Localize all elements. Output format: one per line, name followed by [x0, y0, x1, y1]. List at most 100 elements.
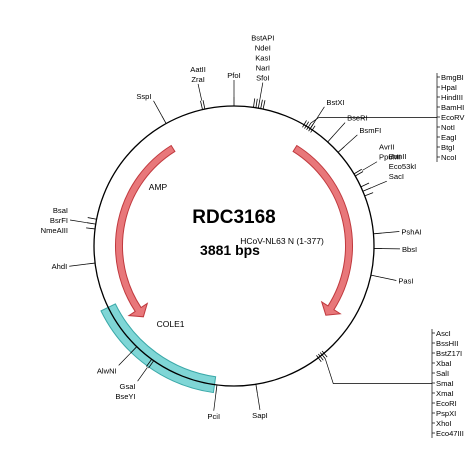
site-tick-bstapi: [253, 98, 256, 108]
cluster-top-right-tick: [306, 122, 312, 131]
site-label-ndei: NdeI: [255, 44, 271, 53]
site-label-sapi: SapI: [252, 411, 268, 420]
site-tick-bsai: [86, 227, 96, 230]
site-clusters-layer: BmgBIHpaIHindIIIBamHIEcoRVNotIEagIBtgINc…: [302, 73, 465, 438]
cluster-bottom-right-tick: [318, 353, 324, 361]
cluster-bottom-right: AscIBssHIIBstZ17IXbaISalISmaIXmaIEcoRIPs…: [316, 329, 464, 438]
cluster-top-right-tick: [310, 125, 316, 133]
site-tick-sapi: [255, 384, 258, 394]
site-label-saci: SacI: [389, 172, 404, 181]
site-label-bsmfi: BsmFI: [359, 126, 381, 135]
site-label-sali: SalI: [436, 369, 449, 378]
site-tick-alwni: [130, 346, 138, 354]
site-leader: [69, 219, 87, 224]
site-tick-bsmfi: [337, 146, 345, 153]
site-label-bstapi: BstAPI: [251, 34, 274, 43]
insert-arrow: [292, 144, 353, 316]
site-leader: [371, 180, 387, 189]
site-tick-nmeaiii: [87, 217, 97, 220]
site-tick-ndei: [255, 98, 258, 108]
site-label-bmgbi: BmgBI: [441, 73, 464, 82]
site-label-bseri: BseRI: [347, 114, 368, 123]
site-label-btgi: BtgI: [441, 143, 455, 152]
site-label-smai: SmaI: [436, 379, 454, 388]
site-leader: [256, 393, 261, 411]
site-tick-gsai: [148, 360, 155, 369]
site-label-zrai: ZraI: [191, 75, 205, 84]
cole1-arrow: [100, 303, 217, 394]
amp-label: AMP: [149, 182, 168, 192]
site-tick-pcii: [215, 384, 218, 394]
site-leader: [344, 134, 358, 147]
site-leader: [69, 263, 87, 267]
site-label-banii: BanII: [389, 152, 407, 161]
site-tick-saci: [364, 192, 374, 197]
site-label-ncoi: NcoI: [441, 153, 457, 162]
site-label-xbai: XbaI: [436, 359, 452, 368]
site-label-noti: NotI: [441, 123, 455, 132]
site-label-bsrfi: BsrFI: [50, 216, 68, 225]
site-label-ecori: EcoRI: [436, 399, 457, 408]
site-label-pspxi: PspXI: [436, 409, 456, 418]
site-leader: [137, 367, 148, 382]
cole1-feature: COLE1: [100, 303, 217, 394]
site-label-sfoi: SfoI: [256, 74, 270, 83]
site-tick-bsrfi: [86, 222, 96, 225]
amp-feature: AMP: [115, 144, 176, 318]
site-tick-banii: [360, 182, 370, 188]
site-tick-ppumi: [355, 171, 364, 177]
cluster-bottom-right-tick: [316, 355, 322, 363]
site-label-bstz17i: BstZ17I: [436, 349, 462, 358]
site-label-nmeaiii: NmeAIII: [41, 226, 68, 235]
cluster-top-right-tick: [302, 120, 307, 128]
site-label-asci: AscI: [436, 329, 451, 338]
site-label-hindiii: HindIII: [441, 93, 463, 102]
site-label-eagi: EagI: [441, 133, 457, 142]
cluster-bottom-right-tick: [319, 352, 326, 359]
site-label-bstxi: BstXI: [326, 98, 344, 107]
site-tick-ahdi: [86, 262, 96, 265]
insert-label: HCoV-NL63 N (1-377): [240, 236, 324, 246]
amp-arrow: [115, 144, 176, 318]
site-leader: [333, 122, 346, 136]
site-label-alwni: AlwNI: [97, 366, 117, 375]
site-leader: [382, 231, 400, 234]
site-label-gsai: GsaI: [120, 382, 136, 391]
site-label-pcii: PciI: [207, 412, 220, 421]
site-leader: [213, 393, 217, 411]
site-tick-sspi: [161, 115, 167, 124]
site-label-xmai: XmaI: [436, 389, 454, 398]
site-leader: [197, 83, 203, 101]
site-label-sspi: SspI: [136, 92, 151, 101]
site-label-bsshii: BssHII: [436, 339, 458, 348]
site-tick-bseyi: [146, 359, 153, 367]
site-label-eco53ki: Eco53kI: [389, 162, 416, 171]
site-label-pshai: PshAI: [401, 228, 421, 237]
site-tick-nari: [260, 99, 263, 109]
site-tick-avrii: [353, 168, 362, 175]
site-label-bbsi: BbsI: [402, 245, 417, 254]
site-label-bsai: BsaI: [53, 206, 68, 215]
site-label-bseyi: BseYI: [115, 392, 135, 401]
site-tick-sfoi: [262, 100, 266, 110]
site-label-avrii: AvrII: [379, 143, 394, 152]
site-label-ecorv: EcoRV: [441, 113, 465, 122]
site-label-pasi: PasI: [398, 277, 413, 286]
site-label-kasi: KasI: [255, 54, 270, 63]
site-label-bamhi: BamHI: [441, 103, 464, 112]
site-label-aatii: AatII: [190, 65, 206, 74]
cluster-bottom-right-leader: [324, 358, 432, 384]
site-label-ahdi: AhdI: [52, 262, 68, 271]
site-label-pfoi: PfoI: [227, 71, 241, 80]
plasmid-size: 3881 bps: [200, 242, 260, 258]
site-tick-kasi: [257, 99, 261, 109]
site-leader: [259, 82, 264, 100]
site-tick-pasi: [370, 274, 380, 278]
site-tick-aatii: [200, 100, 203, 110]
site-tick-bseri: [327, 135, 334, 143]
features-layer: AMP HCoV-NL63 N (1-377) COLE1: [100, 144, 353, 394]
site-leader: [153, 100, 163, 116]
cluster-top-right-tick: [308, 124, 314, 132]
site-tick-zrai: [202, 100, 206, 110]
site-label-hpai: HpaI: [441, 83, 457, 92]
